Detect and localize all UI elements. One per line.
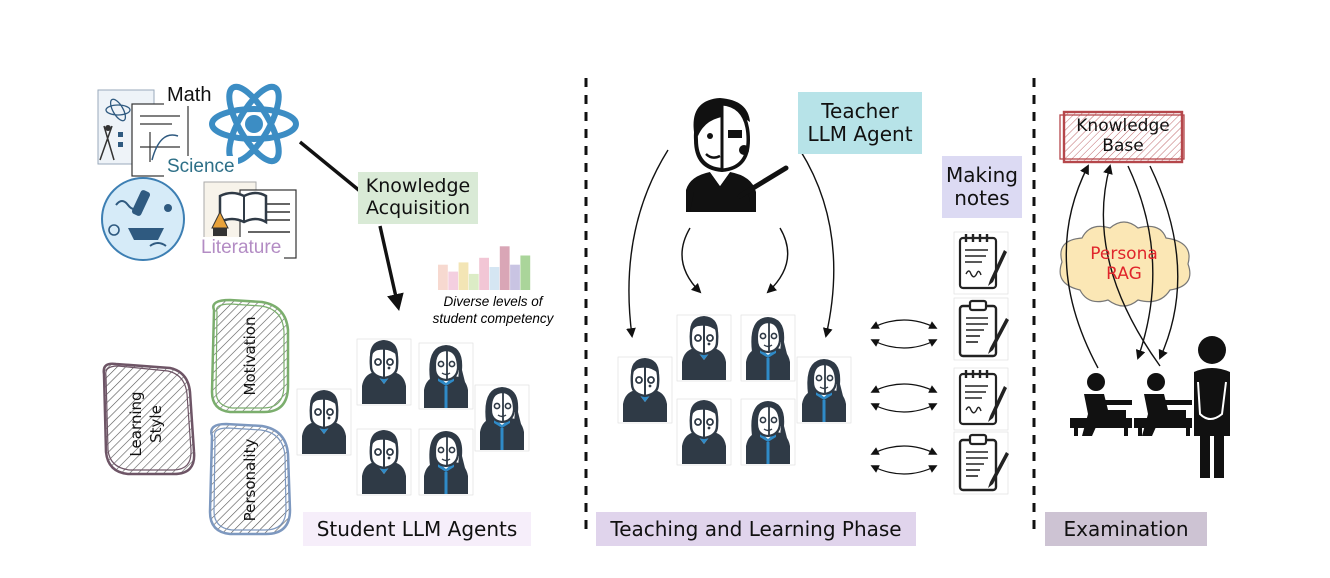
learning-style-label: Learning Style xyxy=(126,374,166,474)
competency-note: Diverse levels of student competency xyxy=(418,293,568,327)
competency-bar xyxy=(458,262,469,290)
persona-rag-line2: RAG xyxy=(1106,264,1142,284)
math-label: Math xyxy=(164,84,215,106)
teaching-phase-label: Teaching and Learning Phase xyxy=(596,512,916,546)
literature-label: Literature xyxy=(198,237,285,259)
atom-icon xyxy=(209,83,299,165)
making-notes-label: Making notes xyxy=(942,156,1022,218)
math-document-icon xyxy=(97,89,189,177)
knowledge-base-box xyxy=(1059,110,1185,164)
knowledge-acquisition-line2: Acquisition xyxy=(365,197,471,219)
knowledge-base-line1: Knowledge xyxy=(1076,116,1170,137)
persona-rag-cloud xyxy=(1059,221,1191,307)
competency-bar xyxy=(448,271,459,290)
competency-bar xyxy=(489,267,500,290)
exam-students-icon xyxy=(1070,373,1192,436)
acquisition-arrow-top xyxy=(298,140,368,198)
competency-bar xyxy=(468,273,479,290)
motivation-label: Motivation xyxy=(241,316,259,396)
note-exchange-arrows xyxy=(872,320,936,474)
learning-style-line2: Style xyxy=(147,405,165,443)
teacher-label: Teacher LLM Agent xyxy=(798,92,922,154)
student-agents-group xyxy=(295,337,531,497)
exam-phase-label: Examination xyxy=(1045,512,1207,546)
learning-style-blob xyxy=(102,362,196,476)
competency-bar-chart xyxy=(438,246,531,290)
class-agents-group xyxy=(616,313,853,467)
science-label: Science xyxy=(164,156,238,178)
teacher-label-line1: Teacher xyxy=(821,99,899,123)
persona-rag-line1: Persona xyxy=(1090,244,1158,265)
competency-bar xyxy=(479,257,489,290)
persona-rag-label: Persona RAG xyxy=(1076,240,1172,290)
biology-circle-icon xyxy=(101,177,185,261)
competency-bar xyxy=(520,255,531,290)
proctor-icon xyxy=(1194,336,1230,478)
retrieval-arrows xyxy=(1065,164,1179,369)
competency-bar xyxy=(510,264,520,290)
competency-note-line2: student competency xyxy=(432,311,554,326)
competency-bar xyxy=(438,264,448,290)
personality-label: Personality xyxy=(241,438,259,522)
teacher-label-line2: LLM Agent xyxy=(807,122,913,146)
personality-blob xyxy=(208,422,292,536)
knowledge-base-label: Knowledge Base xyxy=(1064,113,1182,161)
making-notes-line1: Making xyxy=(945,163,1019,187)
knowledge-acquisition-label: Knowledge Acquisition xyxy=(358,172,478,224)
teacher-agent-icon xyxy=(686,98,789,212)
notes-stack xyxy=(952,230,1011,496)
acquisition-arrow-bottom xyxy=(378,225,404,311)
student-phase-label: Student LLM Agents xyxy=(303,512,531,546)
knowledge-acquisition-line1: Knowledge xyxy=(365,175,471,198)
motivation-blob xyxy=(210,298,290,414)
making-notes-line2: notes xyxy=(954,186,1010,210)
competency-bar xyxy=(499,246,510,290)
competency-note-line1: Diverse levels of xyxy=(443,294,543,309)
teacher-to-student-arrows xyxy=(626,149,835,338)
knowledge-base-line2: Base xyxy=(1102,136,1144,156)
learning-style-line1: Learning xyxy=(127,391,145,457)
